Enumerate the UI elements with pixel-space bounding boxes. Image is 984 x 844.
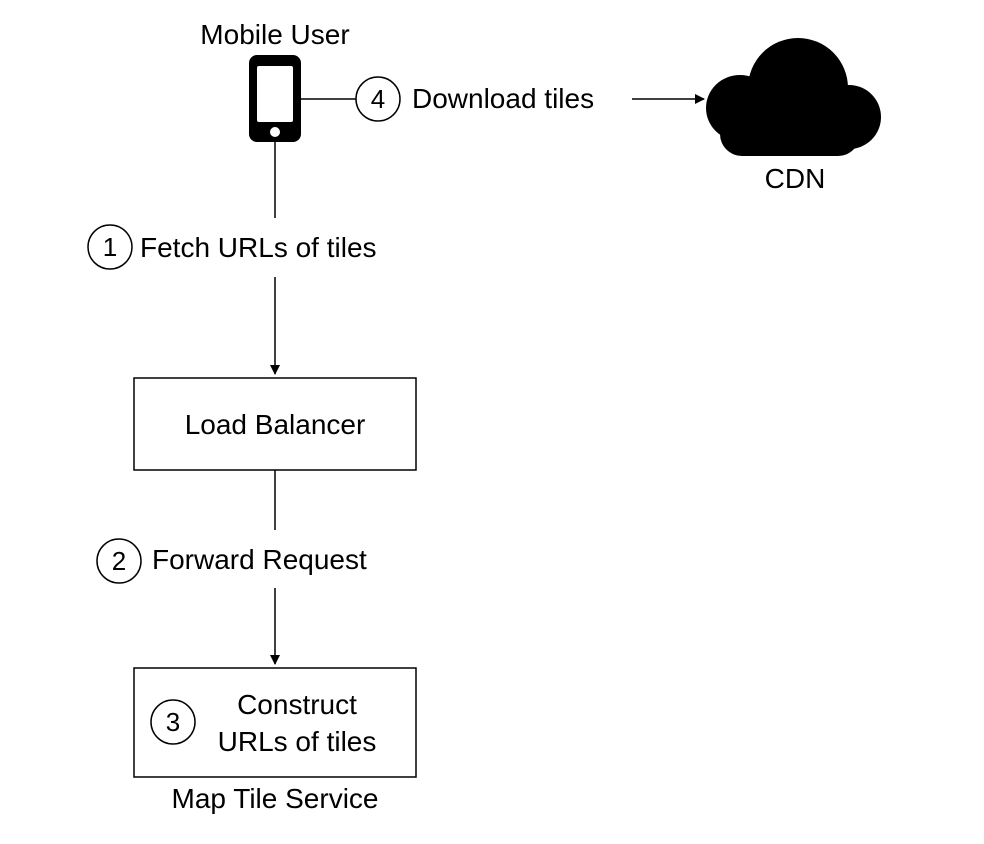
step-4-number: 4 [371,84,385,114]
load-balancer-box [133,377,417,471]
step-2-label: Forward Request [152,544,367,575]
step-3-label-line2: URLs of tiles [218,726,377,757]
step-2-number: 2 [112,546,126,576]
step-1-label: Fetch URLs of tiles [140,232,377,263]
step-1-number: 1 [103,232,117,262]
step-3-number: 3 [166,707,180,737]
step-4-marker: 4 [355,76,401,122]
step-3-marker: 3 [150,699,196,745]
mobile-user-label: Mobile User [200,19,349,50]
map-tile-service-label: Map Tile Service [172,783,379,814]
step-3-label-line1: Construct [237,689,357,720]
cdn-label: CDN [765,163,826,194]
step-4-label: Download tiles [412,83,594,114]
step-2-marker: 2 [96,538,142,584]
mobile-phone-icon [249,55,301,142]
step-1-marker: 1 [87,224,133,270]
load-balancer-label: Load Balancer [185,409,366,440]
cloud-icon [706,38,881,156]
